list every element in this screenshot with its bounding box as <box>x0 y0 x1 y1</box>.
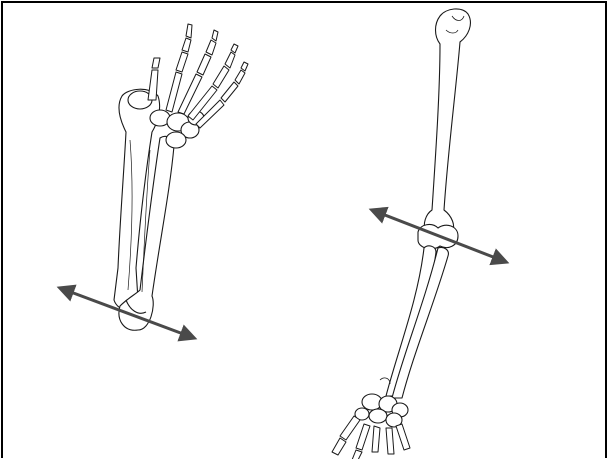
right-humerus-bone <box>424 9 470 232</box>
right-arm-skeleton <box>332 9 470 459</box>
right-radius-bone <box>386 246 436 396</box>
right-carpals <box>355 394 408 427</box>
left-forearm-skeleton <box>114 24 248 330</box>
